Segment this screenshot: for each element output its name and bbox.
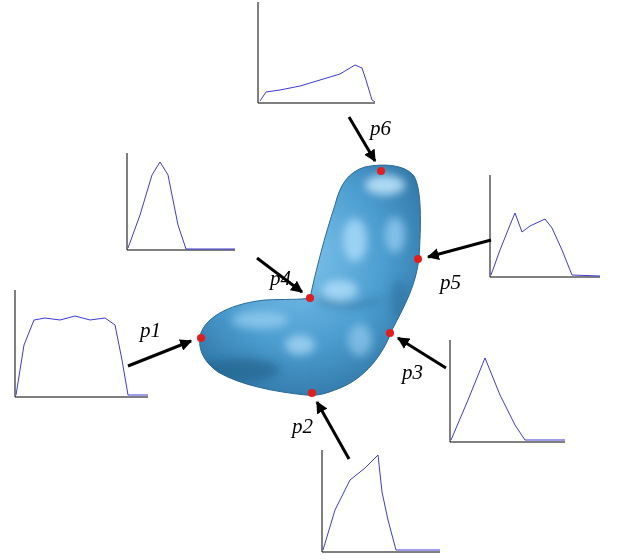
point-label: p3: [402, 362, 423, 383]
point-label: p5: [440, 272, 461, 293]
point-label: p1: [140, 320, 161, 341]
point-label: p6: [370, 118, 391, 139]
point-label: p4: [270, 268, 291, 289]
point-label: p2: [292, 416, 313, 437]
surface-point: [197, 167, 422, 397]
profile-plot: [15, 2, 600, 552]
surface-shading: [200, 175, 410, 382]
organ-surface: [200, 165, 421, 395]
pointer-arrow: [128, 117, 491, 459]
